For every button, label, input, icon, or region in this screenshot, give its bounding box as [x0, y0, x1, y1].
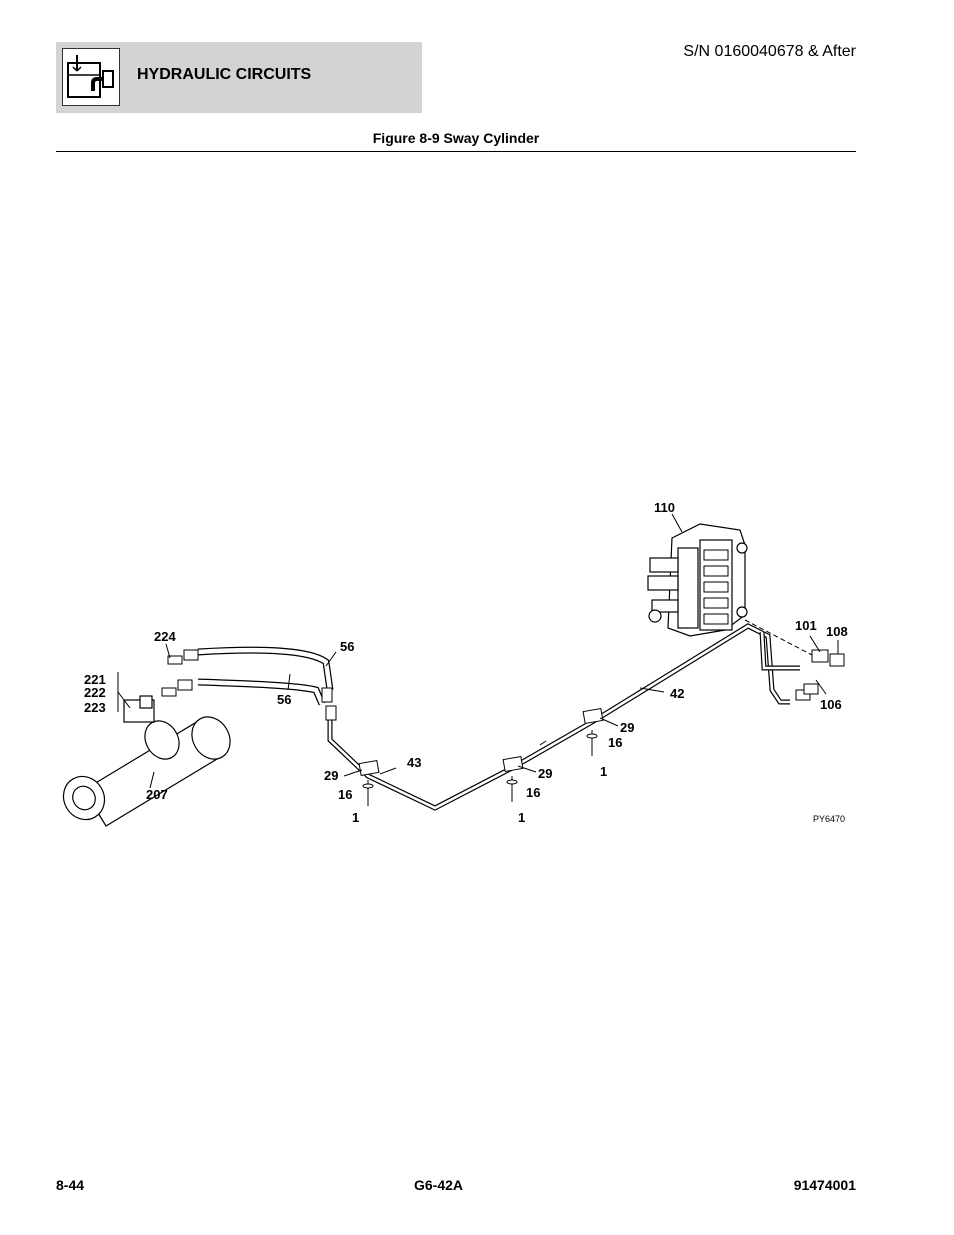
callouts: 110 101 108 224 56 221 222 223 56 106 42… — [84, 500, 848, 825]
callout-224: 224 — [154, 629, 176, 644]
callout-29-middle: 29 — [538, 766, 552, 781]
section-title: HYDRAULIC CIRCUITS — [137, 66, 312, 83]
control-valve-drawing — [647, 523, 748, 637]
document-number: 91474001 — [793, 1177, 856, 1193]
callout-29-left: 29 — [324, 768, 338, 783]
leader-lines — [117, 513, 839, 789]
callout-110: 110 — [654, 500, 675, 515]
tube-clamps — [358, 707, 604, 806]
callout-207: 207 — [146, 787, 168, 802]
callout-42: 42 — [670, 686, 684, 701]
sway-cylinder-drawing — [62, 695, 231, 827]
callout-1-right: 1 — [600, 764, 607, 779]
figure-code: PY6470 — [813, 814, 845, 824]
callout-221: 221 — [84, 672, 106, 687]
callout-223: 223 — [84, 700, 106, 715]
hydraulic-reservoir-icon — [62, 48, 120, 106]
callout-56-upper: 56 — [340, 639, 354, 654]
callout-29-right: 29 — [620, 720, 634, 735]
header-rule — [56, 151, 856, 152]
callout-1-left: 1 — [352, 810, 359, 825]
callout-16-left: 16 — [338, 787, 352, 802]
tubing — [327, 619, 813, 811]
callout-222: 222 — [84, 685, 106, 700]
model-number: G6-42A — [414, 1177, 464, 1193]
hoses — [197, 646, 334, 706]
callout-56-lower: 56 — [277, 692, 291, 707]
callout-1-middle: 1 — [518, 810, 525, 825]
serial-number: S/N 0160040678 & After — [683, 43, 856, 60]
callout-108: 108 — [826, 624, 848, 639]
callout-106: 106 — [820, 697, 842, 712]
callout-16-right: 16 — [608, 735, 622, 750]
page-number: 8-44 — [56, 1177, 85, 1193]
callout-43: 43 — [407, 755, 421, 770]
figure-title: Figure 8-9 Sway Cylinder — [372, 130, 540, 146]
fittings — [161, 649, 845, 721]
callout-101: 101 — [795, 618, 817, 633]
callout-16-middle: 16 — [526, 785, 540, 800]
